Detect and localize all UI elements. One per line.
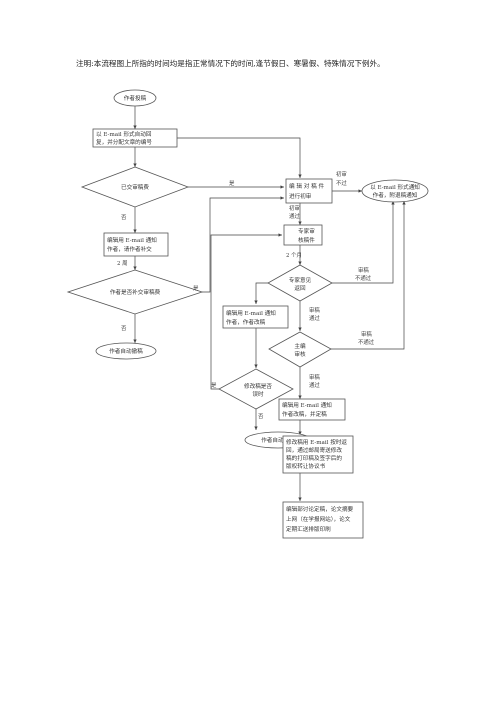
label-review-pass-1b: 通过 — [309, 314, 320, 322]
label-yes-fee-after: 是 — [193, 285, 199, 292]
node-signed: 修改稿用 E-mail 按时返 回，通过邮局寄送修改 稿的打印稿及签字后的 版权… — [282, 435, 354, 474]
svg-text:上网（在学报网站），论文: 上网（在学报网站），论文 — [286, 515, 351, 523]
node-expert-opinion: 专家意见 返回 — [267, 264, 333, 302]
svg-text:作者投稿: 作者投稿 — [124, 94, 147, 102]
label-prelim-fail-2: 不过 — [336, 179, 347, 187]
label-review-fail-2b: 不通过 — [358, 338, 375, 346]
svg-text:版权转让协议书: 版权转让协议书 — [286, 462, 326, 470]
svg-text:编辑用 E-mail 通知: 编辑用 E-mail 通知 — [107, 236, 157, 244]
node-notify-fee: 编辑用 E-mail 通知 作者，请作者补交 — [103, 232, 169, 257]
svg-text:修改稿是否: 修改稿是否 — [244, 382, 272, 390]
svg-text:以 E-mail 形式自动回: 以 E-mail 形式自动回 — [96, 130, 152, 138]
node-chief: 主编 审核 — [268, 331, 332, 368]
svg-text:复，并分配文章的编号: 复，并分配文章的编号 — [96, 138, 152, 146]
node-fee-after: 作者是否补交审稿费 — [66, 269, 204, 315]
node-revise-notice: 编辑用 E-mail 通知 作者，作者改稿 — [222, 305, 289, 329]
svg-text:定期汇送排版印刷: 定期汇送排版印刷 — [286, 525, 331, 533]
svg-text:专家审: 专家审 — [298, 227, 315, 235]
svg-text:作者自动撤稿: 作者自动撤稿 — [109, 347, 143, 355]
node-reject-notice: 以 E-mail 形式通知 作者，附退稿通知 — [361, 179, 429, 203]
svg-text:作者改稿，并定稿: 作者改稿，并定稿 — [282, 410, 327, 418]
label-review-pass-2b: 通过 — [309, 381, 320, 389]
svg-text:核稿件: 核稿件 — [298, 236, 315, 244]
svg-text:作者，作者改稿: 作者，作者改稿 — [226, 318, 266, 326]
svg-text:稿的打印稿及签字后的: 稿的打印稿及签字后的 — [286, 454, 342, 462]
label-no-fee: 否 — [121, 214, 127, 221]
node-auto-withdraw-1: 作者自动撤稿 — [95, 342, 157, 360]
svg-text:编 辑 对 稿 件: 编 辑 对 稿 件 — [289, 182, 324, 190]
svg-text:编辑用 E-mail 通知: 编辑用 E-mail 通知 — [226, 309, 276, 317]
svg-text:进行初审: 进行初审 — [289, 192, 312, 200]
label-prelim-pass-2: 通过 — [289, 212, 300, 220]
label-prelim-fail-1: 初审 — [336, 170, 347, 178]
label-review-fail-1b: 不通过 — [355, 274, 372, 282]
node-revised-ontime: 修改稿是否 误时 — [218, 368, 294, 410]
svg-text:作者，附退稿通知: 作者，附退稿通知 — [373, 191, 418, 199]
svg-text:误时: 误时 — [252, 390, 264, 398]
node-prelim: 编 辑 对 稿 件 进行初审 — [285, 178, 333, 204]
svg-text:审核: 审核 — [294, 350, 306, 358]
svg-text:作者自动撤稿: 作者自动撤稿 — [261, 436, 295, 444]
svg-text:专家意见: 专家意见 — [289, 276, 312, 284]
svg-text:主编: 主编 — [294, 342, 306, 350]
node-publish: 编辑部讨论定稿，论文摘要 上网（在学报网站），论文 定期汇送排版印刷 — [282, 501, 364, 539]
header-note: 注明:本流程图上所指的时间均是指正常情况下的时间,逢节假日、寒暑假、特殊情况下例… — [76, 58, 385, 68]
node-expert: 专家审 核稿件 — [283, 224, 323, 246]
label-yes-fee: 是 — [229, 180, 235, 187]
node-fee-check: 已交审稿费 — [80, 166, 190, 208]
svg-text:回，通过邮局寄送修改: 回，通过邮局寄送修改 — [286, 446, 342, 454]
label-review-pass-2a: 审稿 — [309, 373, 320, 381]
label-review-fail-1a: 审稿 — [358, 266, 369, 274]
svg-text:返回: 返回 — [294, 285, 306, 292]
label-prelim-pass-1: 初审 — [289, 204, 300, 212]
label-review-pass-1a: 审稿 — [309, 306, 320, 314]
svg-text:作者是否补交审稿费: 作者是否补交审稿费 — [110, 288, 161, 296]
node-final-notice: 编辑用 E-mail 通知 作者改稿，并定稿 — [278, 398, 346, 421]
label-two-months: 2 个月 — [286, 252, 302, 259]
svg-text:编辑用 E-mail 通知: 编辑用 E-mail 通知 — [282, 401, 332, 409]
node-submit: 作者投稿 — [113, 89, 157, 107]
label-ontime-yes: 是 — [211, 382, 217, 389]
svg-text:编辑部讨论定稿，论文摘要: 编辑部讨论定稿，论文摘要 — [286, 505, 354, 513]
label-ontime-no: 否 — [258, 413, 264, 420]
connectors — [133, 106, 406, 501]
svg-text:已交审稿费: 已交审稿费 — [121, 183, 149, 191]
label-no-fee-after: 否 — [121, 325, 127, 332]
svg-text:修改稿用 E-mail 按时返: 修改稿用 E-mail 按时返 — [286, 438, 347, 446]
svg-text:作者，请作者补交: 作者，请作者补交 — [107, 245, 152, 253]
node-auto-reply: 以 E-mail 形式自动回 复，并分配文章的编号 — [92, 128, 178, 148]
edge-labels: 是 否 2 周 是 否 初审 不过 初审 通过 2 个月 审稿 不通过 审稿 通… — [117, 170, 375, 420]
svg-text:以 E-mail 形式通知: 以 E-mail 形式通知 — [370, 183, 420, 191]
label-review-fail-2a: 审稿 — [361, 330, 372, 338]
label-two-weeks: 2 周 — [117, 260, 128, 267]
